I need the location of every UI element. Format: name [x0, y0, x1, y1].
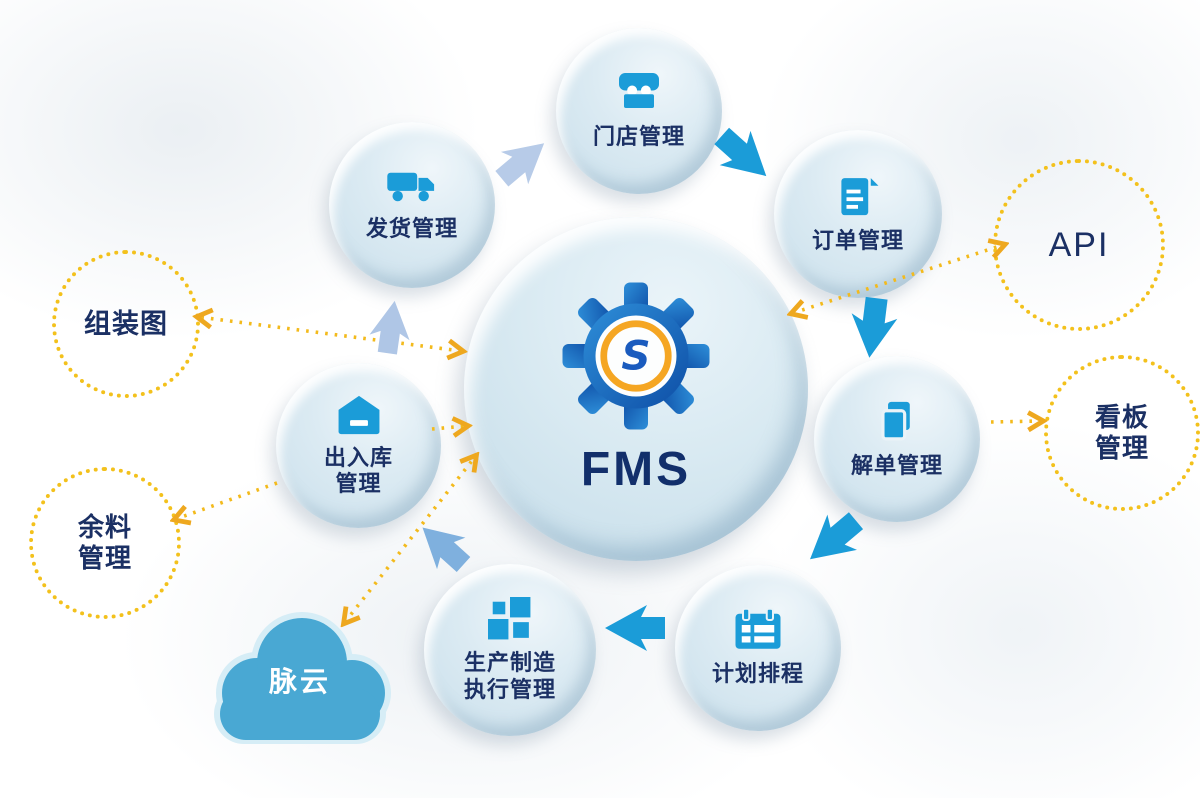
link-fms-assembly — [199, 317, 461, 351]
kanban-label: 看板 管理 — [1094, 401, 1149, 463]
warehouse-icon — [338, 395, 379, 434]
arrow-warehouse-to-shipping — [369, 300, 410, 355]
grid-squares-icon — [488, 597, 531, 640]
arrow-scheduling-to-mes — [605, 605, 665, 651]
storefront-icon — [619, 73, 659, 109]
mes-label: 生产制造 执行管理 — [463, 650, 556, 702]
unbundling-label: 解单管理 — [850, 453, 943, 479]
cloud-maiyun: 脉云 — [200, 608, 400, 758]
external-circle-assembly: 组装图 — [52, 250, 200, 398]
link-unbundling-kanban — [990, 421, 1041, 422]
arrow-shipping-to-store — [495, 143, 545, 187]
order-label: 订单管理 — [811, 228, 904, 254]
api-label: API — [1048, 225, 1110, 264]
truck-icon — [387, 172, 435, 202]
link-warehouse-surplus — [176, 481, 278, 519]
node-plan-scheduling: 计划排程 — [675, 565, 841, 731]
assembly-label: 组装图 — [84, 308, 168, 339]
node-mes: 生产制造 执行管理 — [424, 564, 596, 736]
store-label: 门店管理 — [592, 124, 685, 150]
scheduling-label: 计划排程 — [711, 661, 804, 687]
arrow-unbundling-to-scheduling — [810, 512, 864, 560]
center-node-fms: S FMS — [464, 217, 808, 561]
warehouse-label: 出入库 管理 — [323, 444, 393, 496]
arrow-order-to-unbundling — [851, 296, 898, 358]
node-unbundling-management: 解单管理 — [814, 356, 980, 522]
node-store-management: 门店管理 — [556, 28, 722, 194]
document-icon — [841, 178, 879, 216]
calendar-icon — [735, 608, 781, 650]
external-circle-kanban: 看板 管理 — [1044, 355, 1200, 511]
node-shipping-management: 发货管理 — [329, 122, 495, 288]
node-warehouse-management: 出入库 管理 — [276, 363, 441, 528]
external-circle-api: API — [993, 159, 1165, 331]
cloud-label: 脉云 — [268, 666, 331, 697]
node-order-management: 订单管理 — [774, 130, 942, 298]
shipping-label: 发货管理 — [365, 216, 458, 242]
fms-title: FMS — [580, 443, 692, 496]
external-circle-surplus: 余料 管理 — [29, 467, 181, 619]
gear-icon: S — [562, 282, 710, 430]
surplus-label: 余料 管理 — [77, 511, 132, 573]
s-emblem: S — [621, 332, 650, 380]
arrow-mes-to-warehouse — [422, 527, 471, 572]
copy-pages-icon — [881, 402, 910, 441]
